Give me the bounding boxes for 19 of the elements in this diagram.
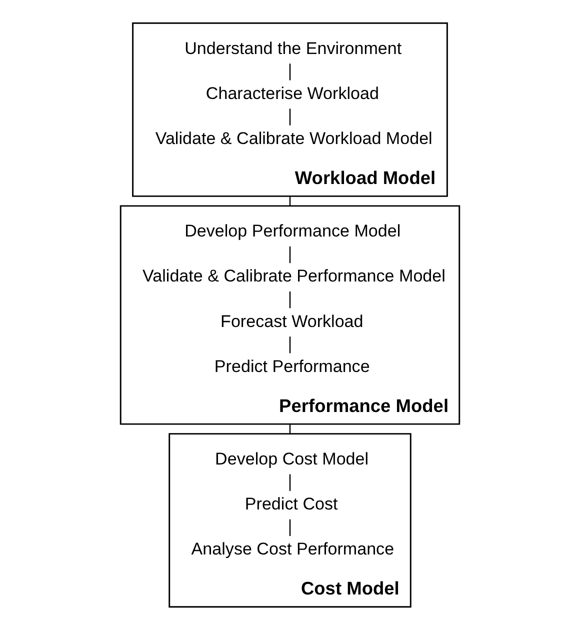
connector — [288, 519, 290, 536]
connector — [288, 196, 290, 206]
connector — [288, 64, 290, 80]
connector — [288, 108, 290, 126]
connector — [288, 291, 290, 308]
node-text: Characterise Workload — [205, 84, 378, 103]
node-text: Validate & Calibrate Workload Model — [154, 129, 432, 148]
connector — [288, 424, 290, 434]
node-text: Develop Performance Model — [184, 222, 400, 241]
node-text: Understand the Environment — [184, 38, 402, 58]
node-text: Validate & Calibrate Performance Model — [142, 266, 445, 286]
node-text: Forecast Workload — [220, 312, 363, 331]
node-text: Analyse Cost Performance — [190, 540, 394, 559]
connector — [288, 246, 290, 264]
connector — [288, 336, 290, 354]
connector — [288, 474, 290, 491]
node-text: Develop Cost Model — [214, 450, 368, 469]
node-text: Predict Cost — [244, 494, 338, 514]
node-text: Predict Performance — [214, 356, 370, 376]
